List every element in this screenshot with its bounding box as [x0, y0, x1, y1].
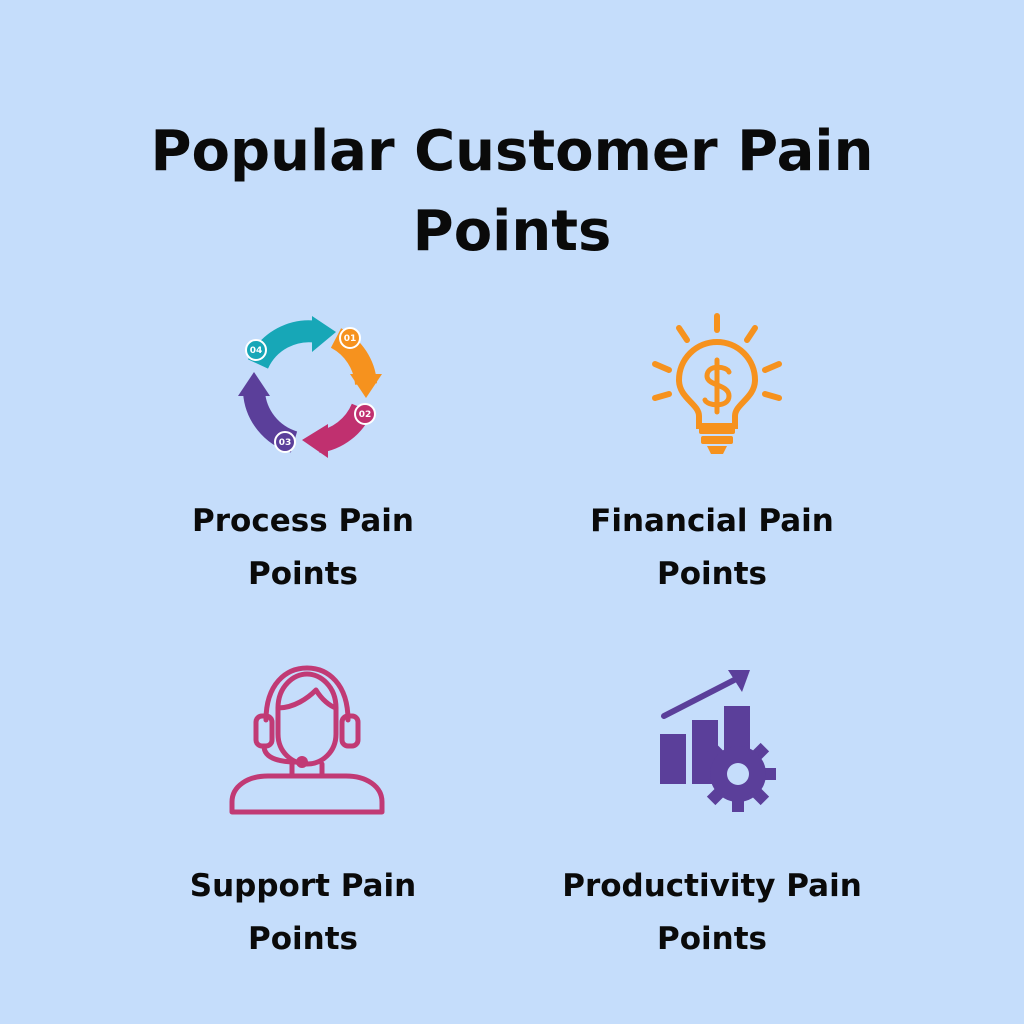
productivity-label-line-1: Productivity Pain — [562, 868, 862, 904]
process-label: Process Pain Points — [103, 495, 503, 601]
financial-label-line-1: Financial Pain — [590, 503, 834, 539]
step-04-label: 04 — [250, 346, 263, 356]
step-01-label: 01 — [344, 334, 357, 344]
title-line-1: Popular Customer Pain — [150, 119, 874, 184]
support-label-line-1: Support Pain — [189, 868, 417, 904]
step-02-label: 02 — [359, 410, 372, 420]
cycle-arrows-icon: 01 02 03 04 — [238, 316, 382, 458]
process-label-line-2: Points — [248, 556, 358, 592]
financial-label: Financial Pain Points — [512, 495, 912, 601]
productivity-label-line-2: Points — [657, 921, 767, 957]
headset-agent-icon — [229, 665, 385, 815]
financial-label-line-2: Points — [657, 556, 767, 592]
page-title: Popular Customer Pain Points — [0, 112, 1024, 272]
title-line-2: Points — [412, 199, 612, 264]
process-label-line-1: Process Pain — [192, 503, 414, 539]
support-label-line-2: Points — [248, 921, 358, 957]
support-label: Support Pain Points — [103, 860, 503, 966]
step-03-label: 03 — [279, 438, 292, 448]
lightbulb-dollar-icon — [652, 313, 782, 454]
productivity-label: Productivity Pain Points — [512, 860, 912, 966]
chart-gear-icon — [660, 670, 776, 812]
